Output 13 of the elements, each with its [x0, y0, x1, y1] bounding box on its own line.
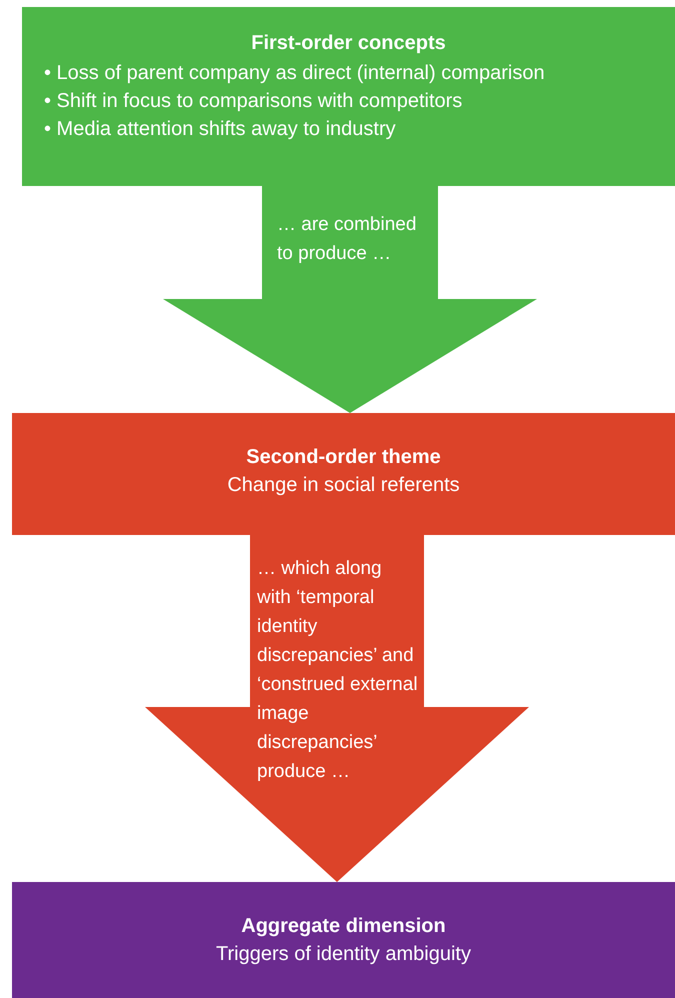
heading: Aggregate dimension [240, 914, 447, 939]
concept-panel [12, 882, 675, 998]
theme-text: Triggers of identity ambiguity [215, 942, 472, 967]
theme-text: Change in social referents [226, 473, 461, 498]
bullet-item: • Media attention shifts away to industry [43, 117, 397, 142]
bullet-item: • Loss of parent company as direct (internal) comparison [43, 61, 546, 86]
heading: First-order concepts [250, 31, 447, 56]
block-arrow [145, 535, 529, 882]
block-arrow [163, 186, 537, 413]
concept-panel [22, 7, 675, 186]
heading: Second-order theme [245, 445, 442, 470]
bullet-item: • Shift in focus to comparisons with competitors [43, 89, 464, 114]
concept-panel [12, 413, 675, 535]
